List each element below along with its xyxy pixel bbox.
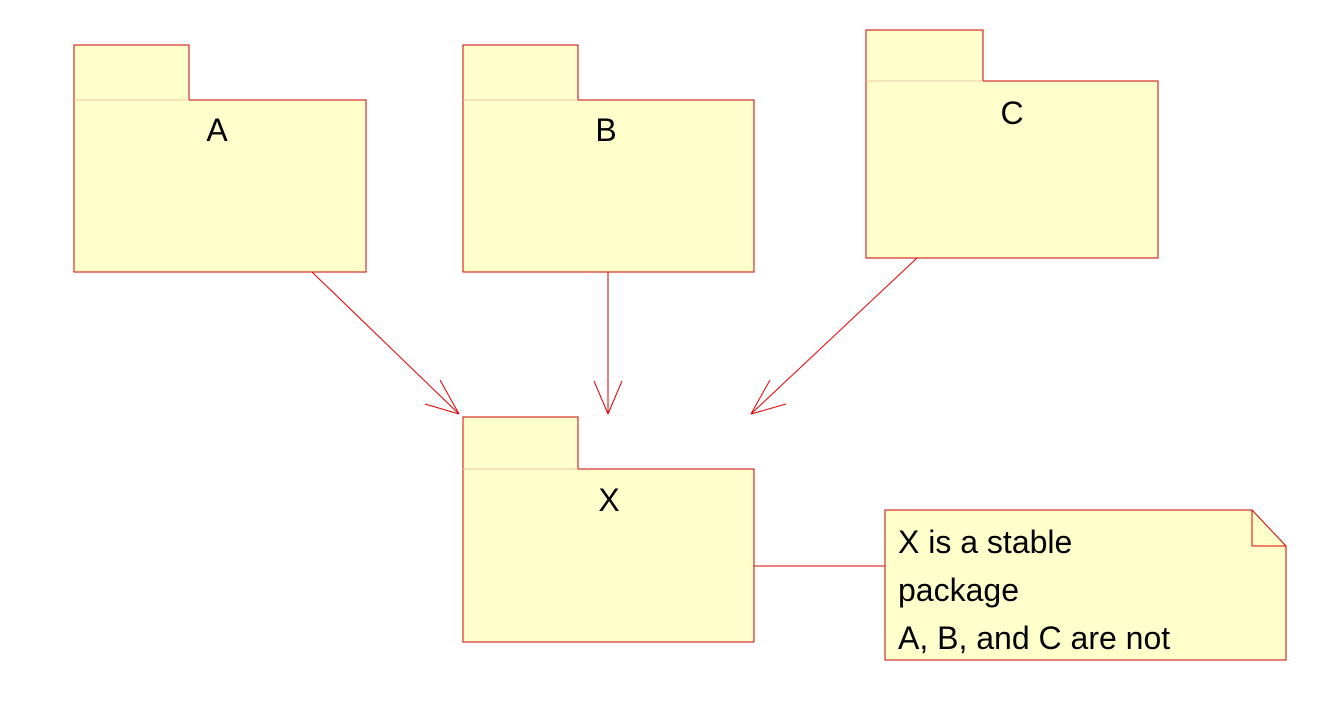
note-shape [884, 509, 1287, 661]
package-a[interactable]: A [73, 44, 367, 273]
package-b[interactable]: B [462, 44, 755, 273]
package-c-shape [865, 29, 1159, 259]
note-line-2: package [898, 572, 1019, 608]
arrow-b-head-left [593, 380, 609, 415]
package-c[interactable]: C [865, 29, 1159, 259]
arrow-b-head-right [607, 380, 623, 415]
arrow-a-shaft [311, 271, 460, 415]
package-x[interactable]: X [462, 416, 755, 643]
arrow-c-head-upper [750, 379, 771, 415]
package-a-shape [73, 44, 367, 273]
package-x-label: X [598, 482, 619, 518]
package-c-label: C [1000, 95, 1023, 131]
arrow-c-shaft [750, 257, 918, 415]
dependency-arrow-a-to-x[interactable] [311, 271, 460, 415]
arrow-c-head-lower [750, 403, 787, 415]
package-a-label: A [206, 112, 228, 148]
arrow-a-head-upper [439, 379, 460, 415]
package-b-label: B [595, 112, 616, 148]
package-b-shape [462, 44, 755, 273]
dependency-arrow-b-to-x[interactable] [593, 272, 623, 415]
package-x-shape [462, 416, 755, 643]
note-line-1: X is a stable [898, 524, 1072, 560]
note[interactable]: X is a stable package A, B, and C are no… [884, 509, 1287, 661]
note-folded-corner [1251, 510, 1286, 547]
dependency-arrow-c-to-x[interactable] [750, 257, 918, 415]
note-line-3: A, B, and C are not [898, 620, 1170, 656]
arrow-a-head-lower [424, 403, 460, 415]
